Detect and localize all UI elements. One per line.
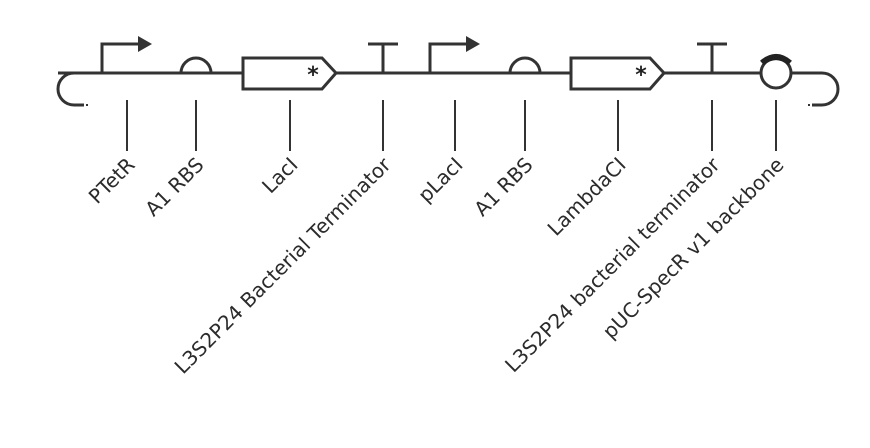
cds-star-mark: * <box>635 63 647 88</box>
rbs-glyph <box>508 56 542 74</box>
part-label: LacI <box>257 153 302 198</box>
rbs-a1-1 <box>179 56 213 74</box>
promoter-arrowhead <box>138 36 152 52</box>
backbone <box>56 71 840 107</box>
backbone-right-end <box>806 71 840 107</box>
leader-lines <box>126 100 777 151</box>
promoter-arrow <box>100 42 139 73</box>
promoter-arrow <box>428 42 467 73</box>
cds-glyph <box>569 56 667 91</box>
part-label: A1 RBS <box>140 153 208 221</box>
promoter-placi <box>428 36 480 73</box>
backbone-left-end <box>56 71 84 107</box>
part-labels: PTetR A1 RBS LacI L3S2P24 Bacterial Term… <box>84 152 789 378</box>
part-label: LambdaCI <box>543 153 631 241</box>
terminator-2 <box>697 42 727 73</box>
part-label: PTetR <box>84 152 140 208</box>
promoter-ptetr <box>100 36 152 73</box>
terminator-1 <box>368 42 398 73</box>
terminator-glyph <box>368 42 398 73</box>
cds-lambdaci: * <box>569 56 667 91</box>
cds-star-mark: * <box>307 63 319 88</box>
rbs-a1-2 <box>508 56 542 74</box>
part-label: A1 RBS <box>469 153 537 221</box>
part-label: pLacI <box>413 153 467 207</box>
cds-glyph <box>241 56 339 91</box>
rbs-glyph <box>179 56 213 74</box>
terminator-glyph <box>697 42 727 73</box>
promoter-arrowhead <box>466 36 480 52</box>
origin-cap <box>760 54 792 66</box>
cds-laci: * <box>241 56 339 91</box>
origin-backbone <box>759 54 793 90</box>
